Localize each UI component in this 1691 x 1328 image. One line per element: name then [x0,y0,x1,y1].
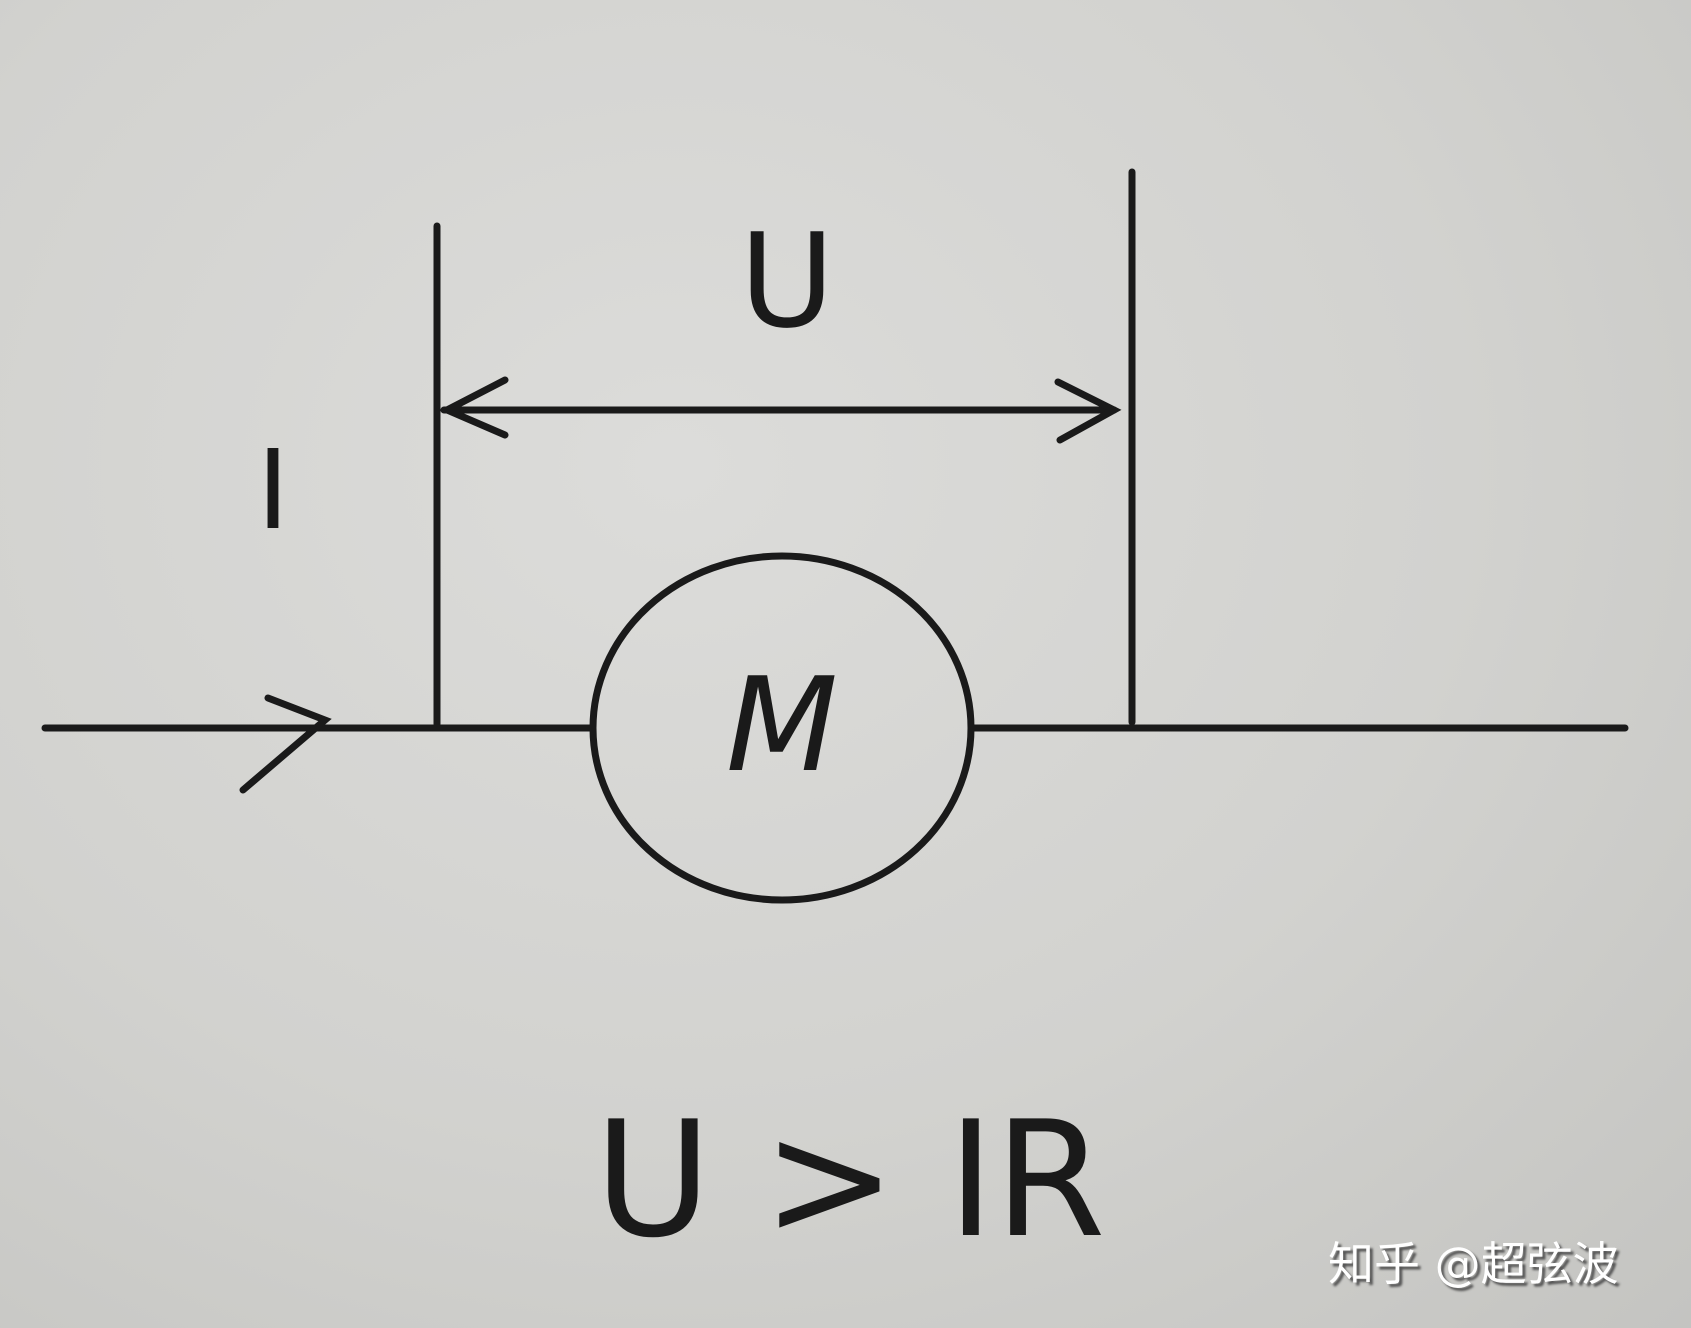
watermark: 知乎 @超弦波 [1328,1237,1619,1291]
motor-label: M [726,649,838,801]
voltage-arrow-right-head [1054,378,1122,444]
voltage-label: U [739,205,834,357]
current-label: I [257,426,289,554]
current-arrow [239,694,332,794]
voltage-arrow-left-head [438,376,509,439]
equation: U > IR [594,1086,1105,1273]
